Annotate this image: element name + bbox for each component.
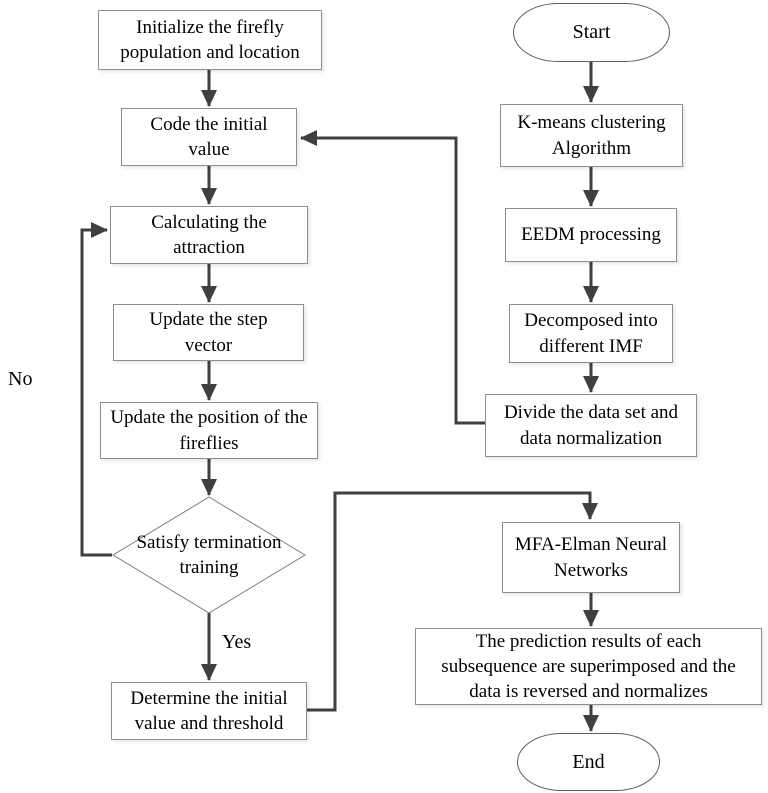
node-update-position-fireflies: Update the position of the fireflies [100,402,318,459]
node-mfa-elman-networks: MFA-Elman Neural Networks [502,522,680,593]
edge-label-no: No [8,368,33,390]
node-determine-initial-threshold: Determine the initial value and threshol… [111,682,307,740]
node-code-initial-value: Code the initial value [121,108,297,166]
node-prediction-results: The prediction results of each subsequen… [415,628,762,705]
node-eedm-processing: EEDM processing [505,208,677,262]
node-start-terminator: Start [513,3,670,62]
node-divide-dataset-normalization: Divide the data set and data normalizati… [485,394,697,457]
edge-divide-to-code [300,130,485,425]
node-calculating-attraction: Calculating the attraction [110,206,308,264]
node-decision-satisfy-termination: Satisfy termination training [136,531,282,578]
decision-diamond-shape [112,496,306,614]
edge-label-yes: Yes [222,631,252,653]
edge-determine-to-mfa [307,491,598,712]
node-update-step-vector: Update the step vector [113,304,304,361]
node-end-terminator: End [517,733,660,791]
edge-decision-no-to-calc [80,222,112,557]
node-kmeans-clustering: K-means clustering Algorithm [500,104,683,167]
node-decomposed-imf: Decomposed into different IMF [509,304,673,363]
node-initialize-population: Initialize the firefly population and lo… [98,10,322,70]
